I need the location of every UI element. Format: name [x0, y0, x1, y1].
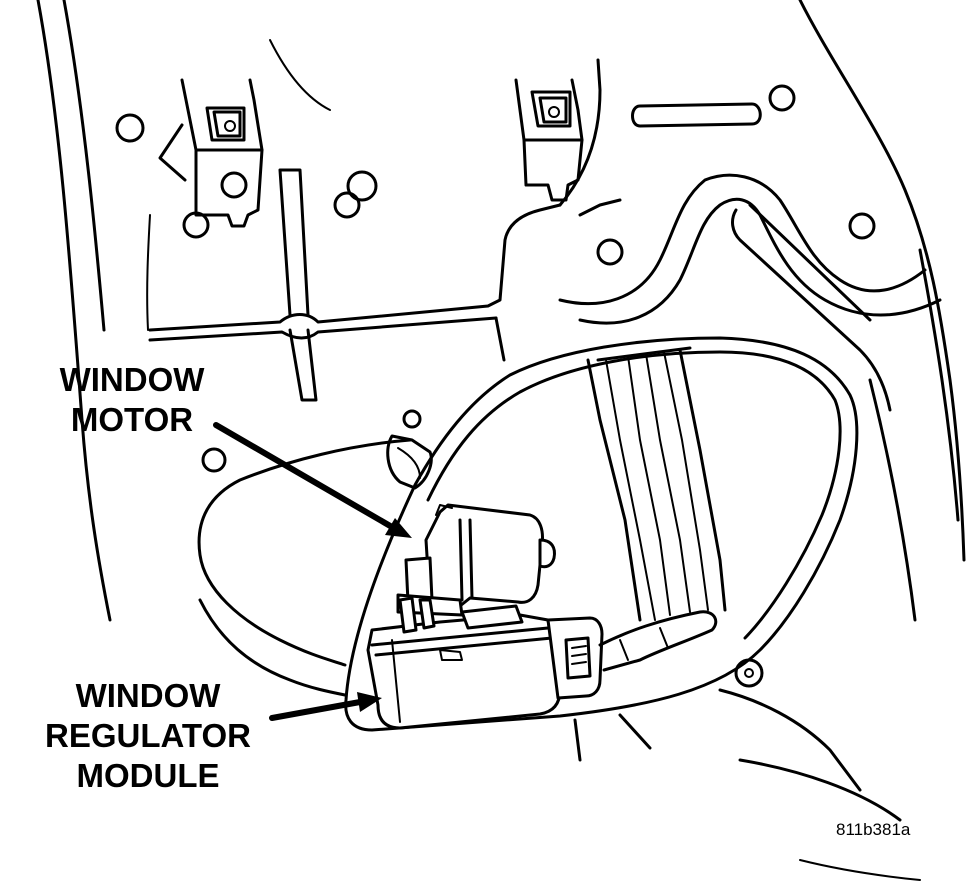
right-glass-bracket — [514, 78, 584, 202]
glass-run-channel — [586, 346, 727, 622]
window-motor-label: WINDOW MOTOR — [42, 360, 222, 440]
leader-arrows — [213, 422, 412, 721]
panel-holes — [115, 84, 876, 688]
door-panel-outline — [36, 0, 966, 881]
lower-panel-contours — [197, 438, 902, 822]
window-regulator-module-label: WINDOW REGULATOR MODULE — [30, 676, 266, 796]
label-line: WINDOW — [59, 361, 205, 398]
figure-id: 811b381a — [836, 820, 911, 839]
access-opening — [344, 336, 859, 732]
label-line: WINDOW — [75, 677, 221, 714]
upper-flange — [558, 173, 942, 412]
label-line: MOTOR — [70, 401, 194, 438]
left-glass-bracket — [158, 78, 264, 228]
label-line: MODULE — [76, 757, 220, 794]
label-line: REGULATOR — [45, 717, 251, 754]
module-arrowhead — [357, 692, 382, 712]
motor-arrowhead — [385, 518, 412, 538]
retaining-clip — [386, 434, 433, 490]
panel-ribs — [148, 58, 622, 402]
window-regulator-module — [366, 596, 718, 730]
